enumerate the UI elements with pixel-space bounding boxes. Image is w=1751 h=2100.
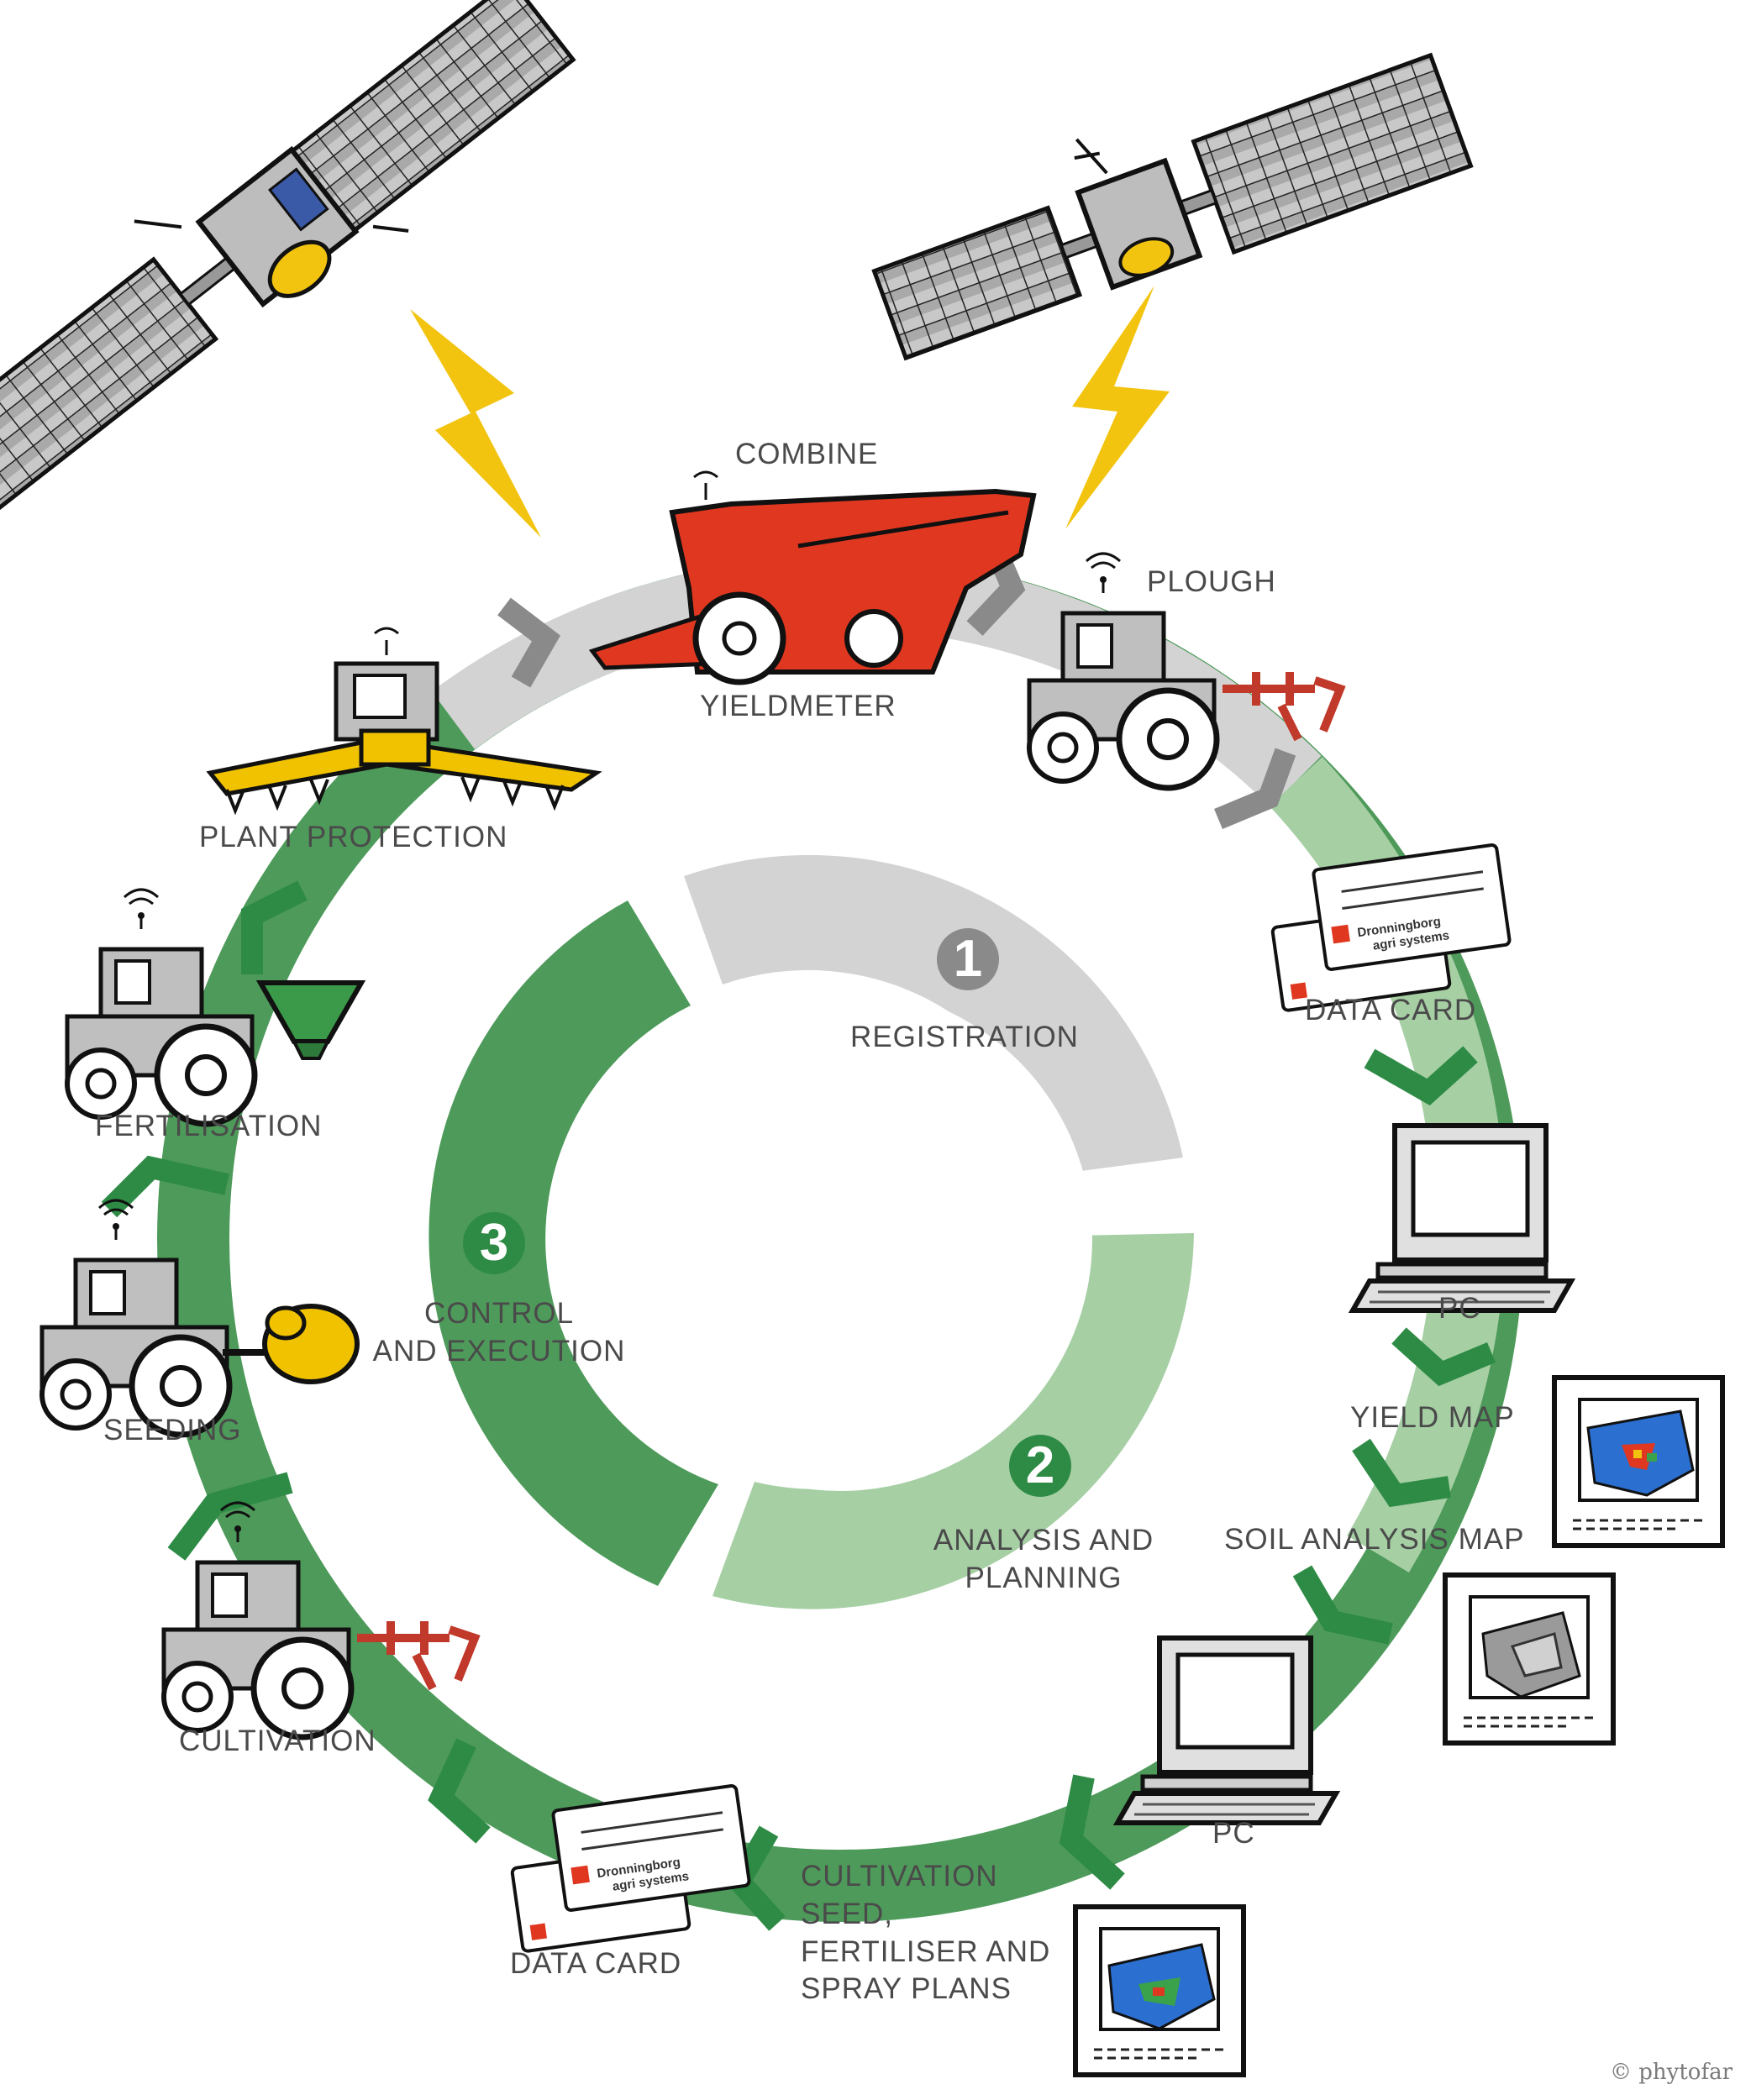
plant-protection-sprayer-icon	[206, 627, 602, 816]
yield-map-icon	[1554, 1378, 1722, 1546]
stage1-label: REGISTRATION	[850, 1021, 1079, 1053]
seeding-tractor-icon	[42, 1200, 360, 1435]
label-soil-analysis-map: SOIL ANALYSIS MAP	[1224, 1523, 1525, 1556]
label-plans: CULTIVATION SEED, FERTILISER AND SPRAY P…	[801, 1860, 1051, 2006]
arrow-green-10	[241, 880, 308, 974]
cultivation-tractor-icon	[164, 1503, 481, 1737]
label-pc-top: PC	[1438, 1292, 1481, 1325]
stage3-number: 3	[479, 1214, 509, 1272]
arrow-green-7	[428, 1738, 491, 1844]
stage1-number: 1	[953, 930, 983, 988]
label-pc-bottom: PC	[1212, 1817, 1255, 1850]
combine-harvester-icon	[588, 470, 1037, 685]
label-plough: PLOUGH	[1147, 565, 1276, 598]
soil-analysis-map-icon	[1445, 1575, 1613, 1743]
ring-arrows	[101, 534, 1496, 1931]
copyright-watermark: © phytofar	[1610, 2060, 1733, 2085]
data-card-top-icon: Dronningborg agri systems	[1270, 843, 1512, 1013]
stage1-badge-bg	[937, 928, 999, 990]
stage3-badge-bg	[463, 1212, 525, 1274]
label-cultivation: CULTIVATION	[179, 1725, 376, 1757]
label-combine: COMBINE	[735, 438, 879, 470]
inner-segment-registration	[684, 854, 1183, 1173]
stage2-number: 2	[1025, 1436, 1055, 1494]
label-plant-protection: PLANT PROTECTION	[199, 821, 508, 853]
pc-bottom-icon	[1117, 1638, 1336, 1823]
pc-top-icon	[1353, 1126, 1571, 1310]
data-card-bottom-icon: Dronningborg agri systems	[510, 1783, 752, 1954]
arrow-green-3	[1352, 1438, 1451, 1508]
inner-segment-control	[429, 900, 718, 1586]
stage3-label: CONTROL AND EXECUTION	[372, 1297, 626, 1368]
arrow-green-1	[1364, 1046, 1478, 1105]
arrow-green-9	[101, 1155, 229, 1218]
plans-map-icon	[1075, 1907, 1244, 2075]
fertilisation-tractor-icon	[67, 890, 366, 1124]
label-data-card-top: DATA CARD	[1305, 994, 1477, 1026]
stage2-badge-bg	[1009, 1435, 1071, 1497]
arrow-green-4	[1292, 1565, 1393, 1645]
arrow-grey-3	[1214, 748, 1296, 829]
label-fertilisation: FERTILISATION	[95, 1110, 323, 1142]
satellite-right-icon	[871, 52, 1474, 361]
label-yield-map: YIELD MAP	[1350, 1401, 1515, 1434]
arrow-grey-1	[497, 597, 560, 688]
stage2-label: ANALYSIS AND PLANNING	[933, 1524, 1154, 1594]
lightning-left-icon	[410, 309, 541, 538]
plough-tractor-icon	[1029, 554, 1346, 788]
satellite-left-icon	[0, 0, 576, 513]
label-data-card-bottom: DATA CARD	[510, 1947, 682, 1980]
arrow-green-2	[1391, 1327, 1496, 1387]
arrow-green-5	[1059, 1774, 1125, 1890]
label-seeding: SEEDING	[103, 1414, 242, 1446]
lightning-right-icon	[1065, 286, 1170, 529]
label-yieldmeter: YIELDMETER	[700, 690, 897, 722]
arrow-green-8	[167, 1472, 293, 1561]
